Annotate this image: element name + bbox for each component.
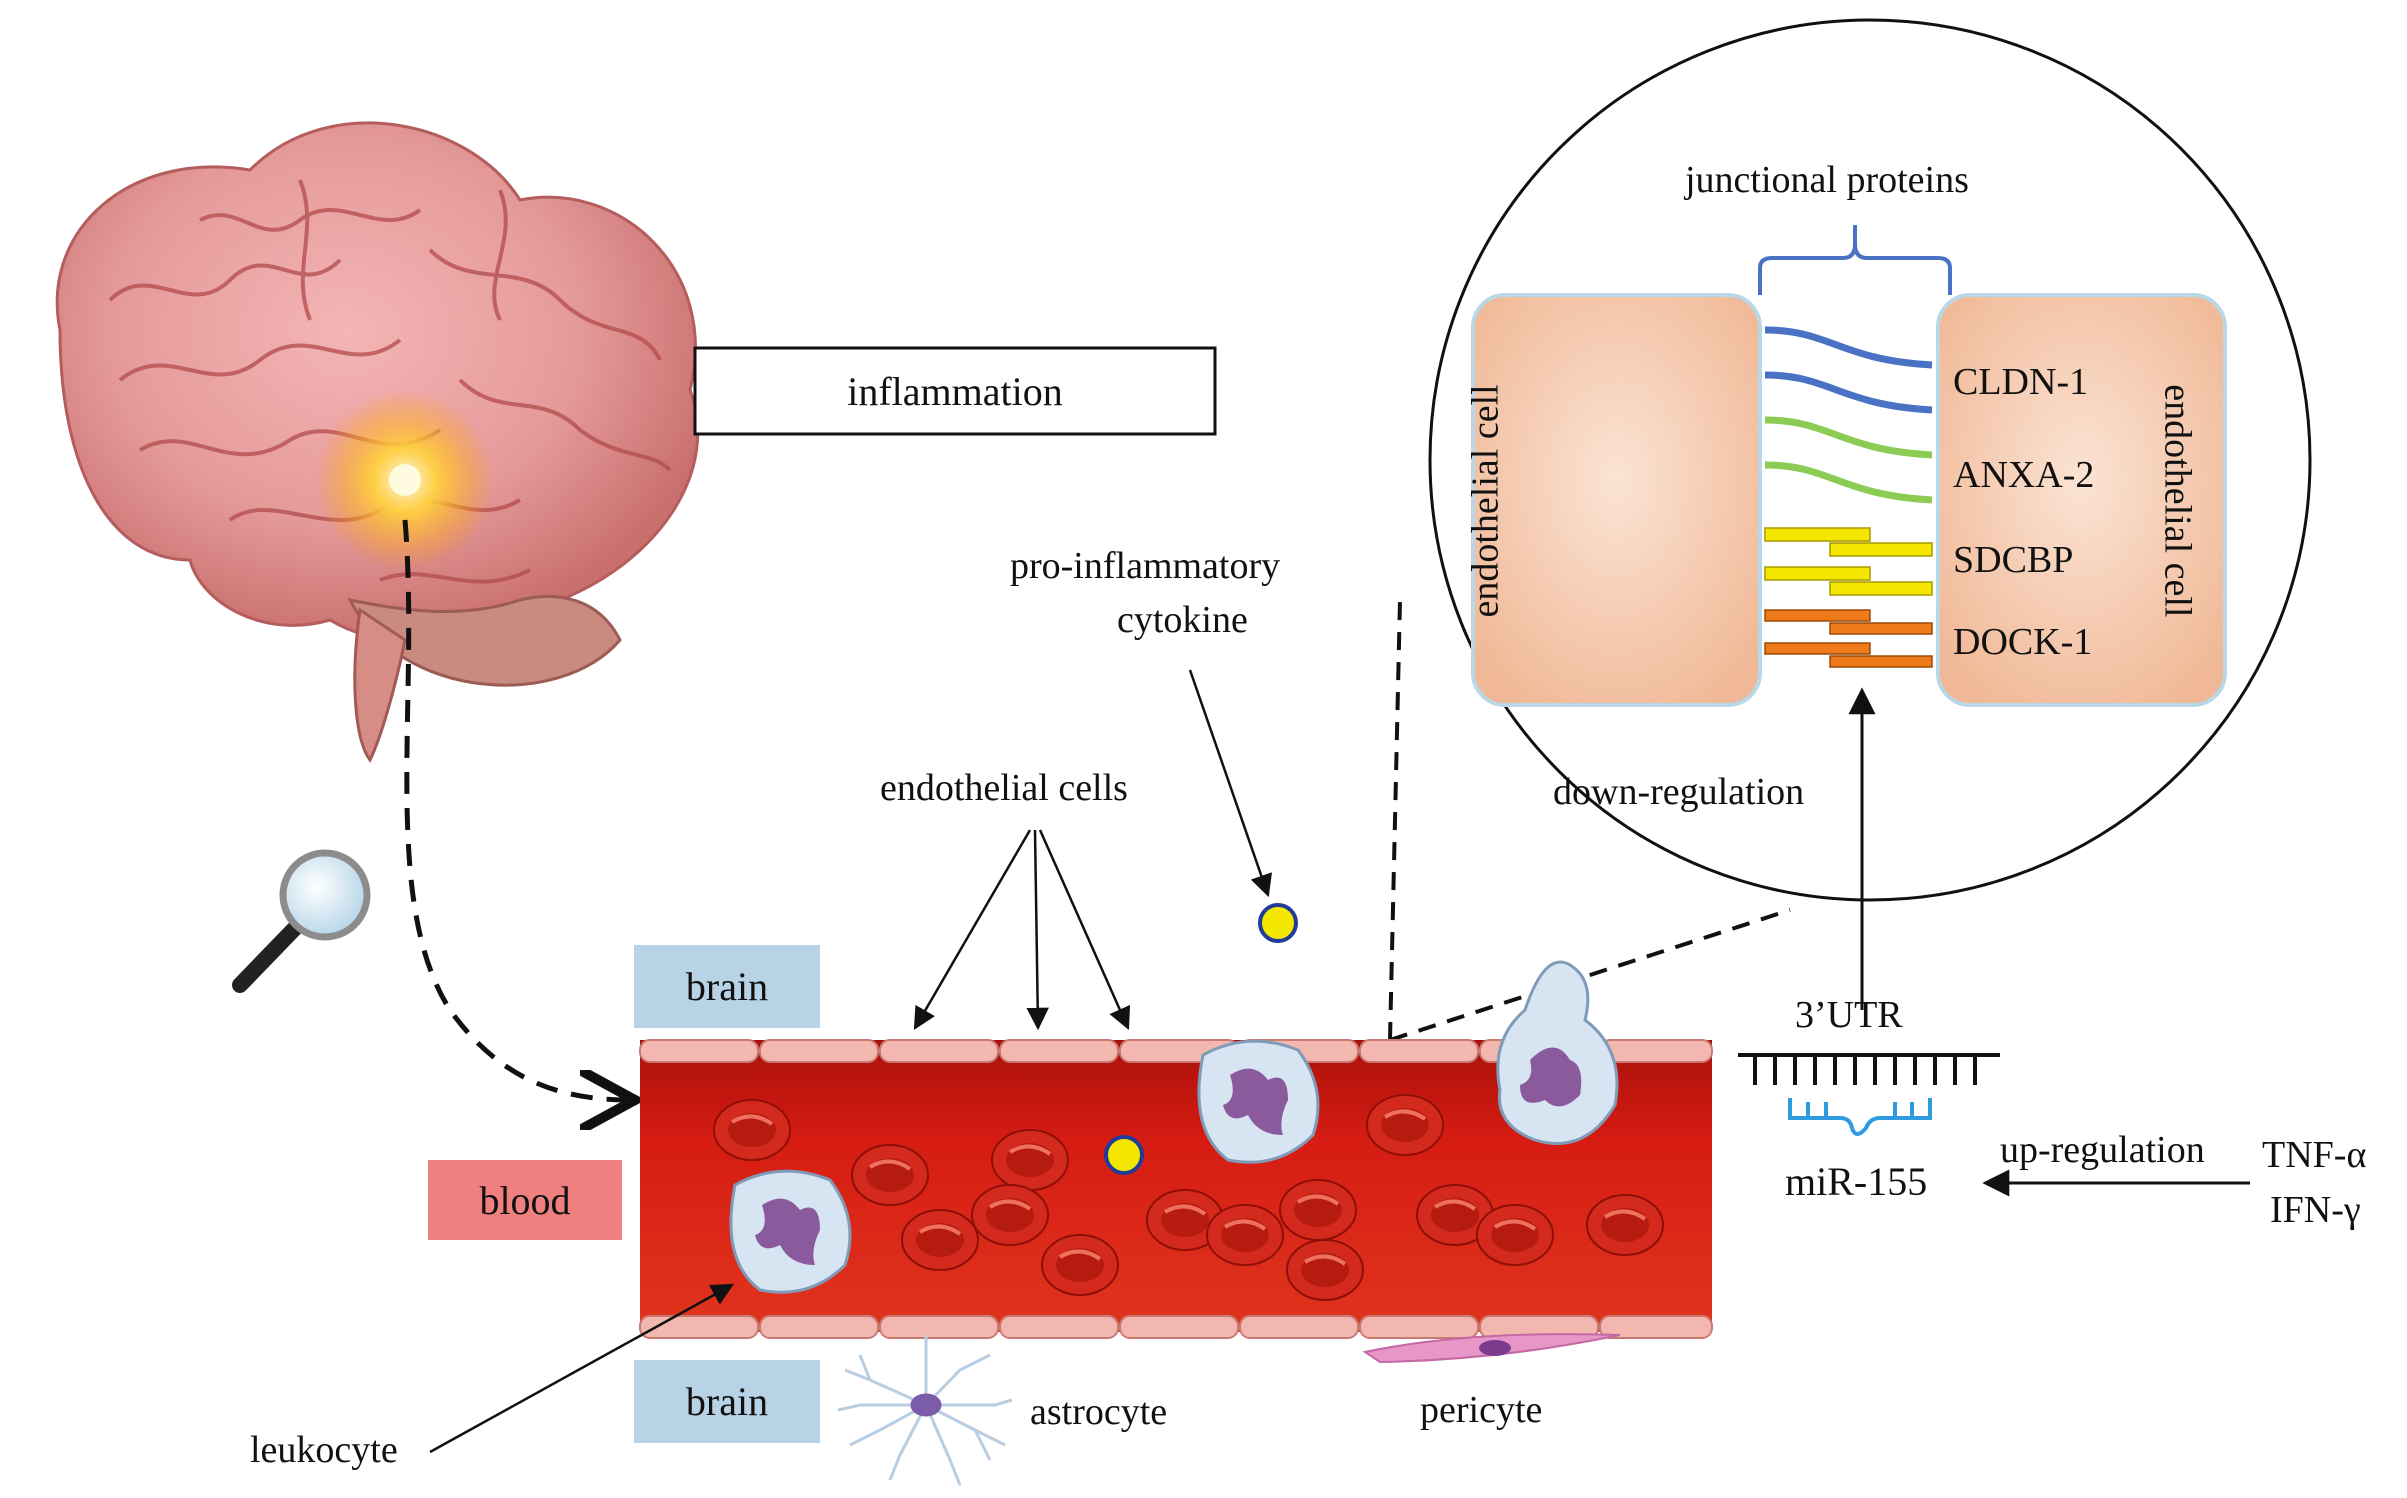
leukocyte-label: leukocyte [250, 1429, 398, 1471]
pericyte-illustration [1362, 1333, 1621, 1364]
brain-top-label: brain [685, 964, 769, 1009]
astrocyte-label: astrocyte [1030, 1391, 1168, 1433]
blood-box [428, 1160, 622, 1240]
protein-anxa2: ANXA-2 [1953, 454, 2095, 496]
endothelial-cells-label: endothelial cells [880, 767, 1128, 809]
leukocyte-arrow [429, 1283, 734, 1454]
ifn-gamma-label: IFN-γ [2270, 1189, 2361, 1231]
blood-vessel [639, 960, 1713, 1339]
utr-label: 3’UTR [1795, 994, 1903, 1036]
brain-bottom-label: brain [685, 1379, 769, 1424]
protein-sdcbp: SDCBP [1953, 539, 2074, 581]
pro-inflammatory-label: pro-inflammatory [1010, 545, 1281, 587]
cytokine-arrow [1188, 669, 1272, 898]
inflammation-label: inflammation [847, 368, 1063, 414]
cytokine-dot [1258, 903, 1298, 943]
brain-box-top [634, 945, 820, 1028]
tnf-alpha-label: TNF-α [2262, 1134, 2367, 1176]
zoom-line-left [1388, 599, 1402, 1041]
astrocyte-illustration [837, 1335, 1013, 1486]
brain-illustration [55, 121, 700, 763]
up-regulation-label: up-regulation [2000, 1129, 2205, 1171]
endothelial-cell-right-label: endothelial cell [2156, 384, 2199, 618]
mirna-strand [1788, 1098, 1932, 1136]
endothelial-arrows [913, 829, 1131, 1031]
inflammation-box [693, 346, 1217, 436]
zoom-line-right [1389, 908, 1791, 1042]
cytokine-label: cytokine [1117, 599, 1248, 641]
mir155-label: miR-155 [1785, 1159, 1928, 1204]
pericyte-label: pericyte [1420, 1389, 1543, 1431]
endothelial-cell-left-label: endothelial cell [1464, 384, 1507, 618]
junctional-proteins-label: junctional proteins [1685, 159, 1969, 201]
magnifier-icon [232, 849, 371, 993]
brain-to-vessel-arrow [402, 519, 630, 1100]
blood-label: blood [479, 1177, 571, 1223]
protein-dock1: DOCK-1 [1953, 621, 2093, 663]
down-regulation-label: down-regulation [1553, 771, 1805, 813]
zoom-circle [1428, 18, 2312, 1010]
brain-box-bottom [634, 1360, 820, 1443]
protein-cldn1: CLDN-1 [1953, 361, 2089, 403]
utr-comb [1738, 1053, 2000, 1085]
